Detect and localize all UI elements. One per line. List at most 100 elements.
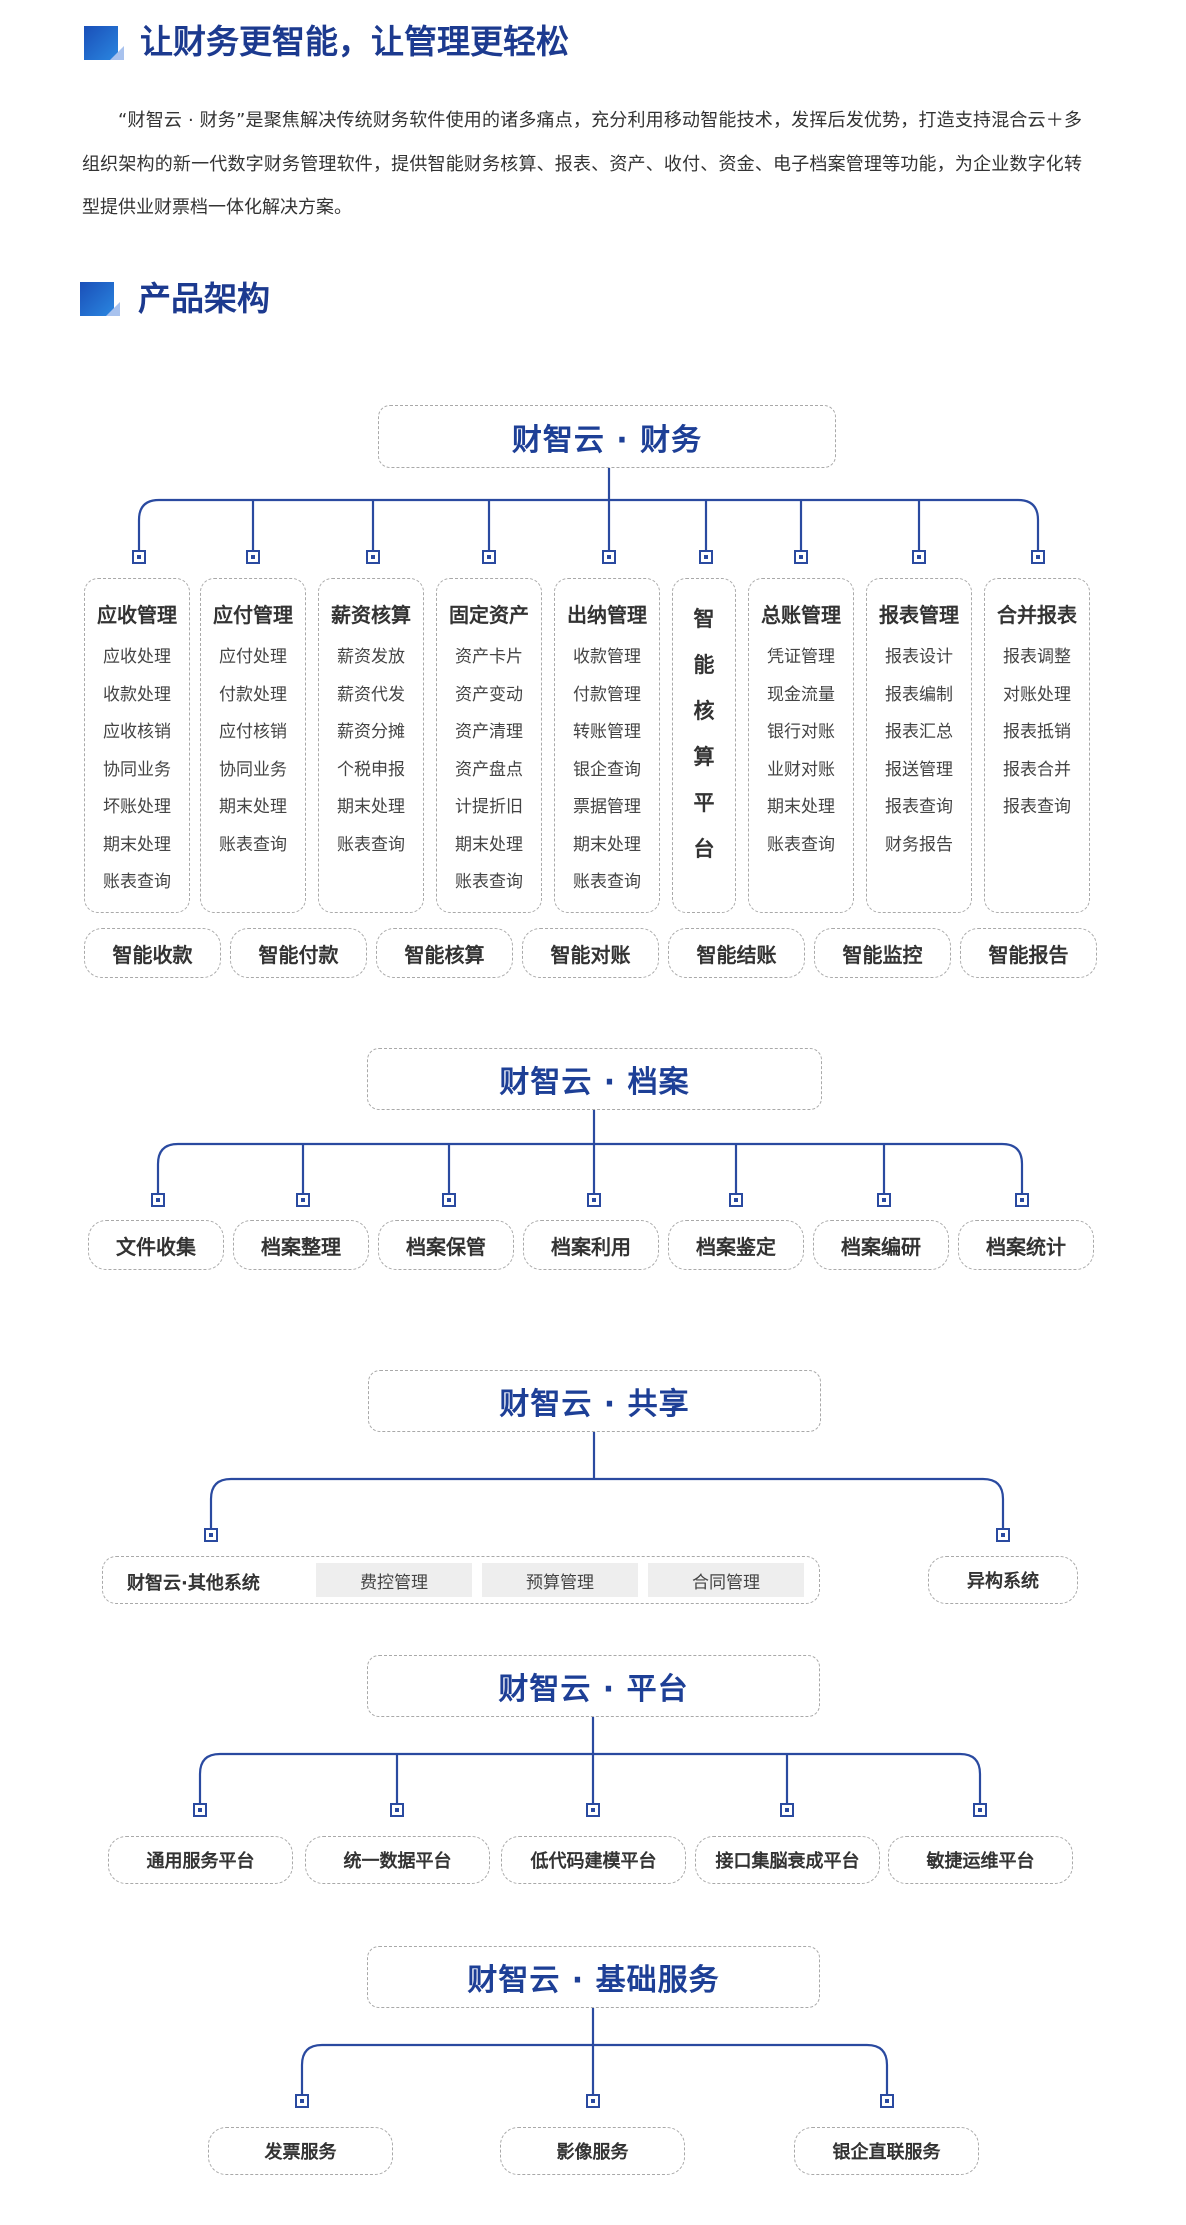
module-item: 业财对账 [767,759,835,780]
base-service-item: 发票服务 [208,2127,393,2175]
module-item: 期末处理 [103,834,171,855]
share-title-box: 财智云 · 共享 [368,1370,821,1432]
module-title: 应付管理 [213,603,293,627]
module-item: 凭证管理 [767,647,835,667]
module-item: 期末处理 [573,834,641,855]
module-item: 协同业务 [103,759,171,780]
archive-title-box: 财智云 · 档案 [367,1048,822,1110]
archive-item: 档案利用 [523,1220,659,1270]
module-item: 账表查询 [337,834,405,855]
module-title: 固定资产 [449,603,529,627]
module-item: 收款管理 [573,647,641,667]
module-title: 出纳管理 [567,603,647,627]
module-item: 对账处理 [1003,684,1071,705]
vertical-title-char: 能 [693,653,715,677]
base-services-title-box: 财智云 · 基础服务 [367,1946,820,2008]
module-item: 付款处理 [219,684,287,705]
module-item: 期末处理 [455,834,523,855]
archive-item: 档案鉴定 [668,1220,804,1270]
vertical-title-char: 台 [693,837,715,861]
module-item: 报送管理 [885,759,953,780]
module-title: 应收管理 [97,603,177,627]
module-column: 应付管理 应付处理 付款处理 应付核销 协同业务 期末处理 账表查询 [200,578,306,913]
section-icon [80,282,120,316]
platform-title-box: 财智云 · 平台 [367,1655,820,1717]
section-icon [84,26,124,60]
other-systems-box: 财智云·其他系统 费控管理 预算管理 合同管理 [102,1556,820,1604]
platform-item: 低代码建模平台 [501,1836,686,1884]
module-item: 协同业务 [219,759,287,780]
module-item: 应付核销 [219,722,287,742]
module-item: 报表汇总 [885,722,953,742]
module-column: 固定资产 资产卡片 资产变动 资产清理 资产盘点 计提折旧 期末处理 账表查询 [436,578,542,913]
smart-function-pill: 智能报告 [960,928,1097,978]
module-item: 账表查询 [573,872,641,892]
base-service-item: 影像服务 [500,2127,685,2175]
module-item: 个税申报 [337,759,405,780]
module-column: 薪资核算 薪资发放 薪资代发 薪资分摊 个税申报 期末处理 账表查询 [318,578,424,913]
module-column: 出纳管理 收款管理 付款管理 转账管理 银企查询 票据管理 期末处理 账表查询 [554,578,660,913]
vertical-title-char: 智 [693,607,715,631]
vertical-title-char: 核 [693,699,715,723]
smart-function-pill: 智能对账 [522,928,659,978]
module-item: 票据管理 [573,797,641,817]
module-item: 资产卡片 [455,647,523,667]
share-module-tag: 费控管理 [316,1563,472,1597]
archive-item: 文件收集 [88,1220,224,1270]
smart-function-pill: 智能付款 [230,928,367,978]
module-item: 期末处理 [767,797,835,817]
archive-item: 档案整理 [233,1220,369,1270]
module-item: 报表编制 [885,684,953,705]
module-item: 期末处理 [219,797,287,817]
section-title-smart: 让财务更智能，让管理更轻松 [140,22,569,61]
module-title: 合并报表 [997,603,1077,627]
module-item: 银行对账 [767,722,835,742]
module-item: 应收核销 [103,722,171,742]
module-item: 计提折旧 [455,797,523,817]
smart-accounting-platform-column: 智 能 核 算 平 台 [672,578,736,913]
module-item: 账表查询 [455,872,523,892]
module-item: 报表设计 [885,647,953,667]
module-column: 合并报表 报表调整 对账处理 报表抵销 报表合并 报表查询 [984,578,1090,913]
module-item: 期末处理 [337,797,405,817]
module-item: 薪资发放 [337,647,405,667]
module-item: 账表查询 [767,834,835,855]
archive-item: 档案编研 [813,1220,949,1270]
platform-item: 敏捷运维平台 [888,1836,1073,1884]
module-item: 应付处理 [219,647,287,667]
platform-item: 统一数据平台 [305,1836,490,1884]
vertical-title-char: 算 [693,745,715,769]
module-item: 薪资代发 [337,684,405,705]
module-item: 现金流量 [767,684,835,705]
module-column: 报表管理 报表设计 报表编制 报表汇总 报送管理 报表查询 财务报告 [866,578,972,913]
module-item: 账表查询 [103,872,171,892]
module-item: 收款处理 [103,684,171,705]
module-item: 报表抵销 [1003,722,1071,742]
module-item: 坏账处理 [103,797,171,817]
finance-title-box: 财智云 · 财务 [378,405,836,468]
archive-item: 档案统计 [958,1220,1094,1270]
module-item: 资产盘点 [455,759,523,780]
smart-function-pill: 智能核算 [376,928,513,978]
module-item: 财务报告 [885,834,953,855]
module-title: 报表管理 [879,603,959,627]
smart-function-pill: 智能收款 [84,928,221,978]
platform-item: 接口集脳衰成平台 [695,1836,880,1884]
vertical-title-char: 平 [693,791,715,815]
module-title: 总账管理 [761,603,841,627]
heterogeneous-system-box: 异构系统 [928,1556,1078,1604]
intro-paragraph: “财智云 · 财务”是聚焦解决传统财务软件使用的诸多痛点，充分利用移动智能技术，… [82,110,1082,218]
smart-function-pill: 智能监控 [814,928,951,978]
module-item: 报表合并 [1003,759,1071,780]
section-title-architecture: 产品架构 [138,279,270,318]
module-item: 转账管理 [573,722,641,742]
module-item: 资产清理 [455,722,523,742]
module-column: 应收管理 应收处理 收款处理 应收核销 协同业务 坏账处理 期末处理 账表查询 [84,578,190,913]
share-module-tag: 预算管理 [482,1563,638,1597]
smart-function-pill: 智能结账 [668,928,805,978]
module-item: 报表查询 [885,797,953,817]
module-item: 应收处理 [103,647,171,667]
module-column: 总账管理 凭证管理 现金流量 银行对账 业财对账 期末处理 账表查询 [748,578,854,913]
module-item: 银企查询 [573,759,641,780]
